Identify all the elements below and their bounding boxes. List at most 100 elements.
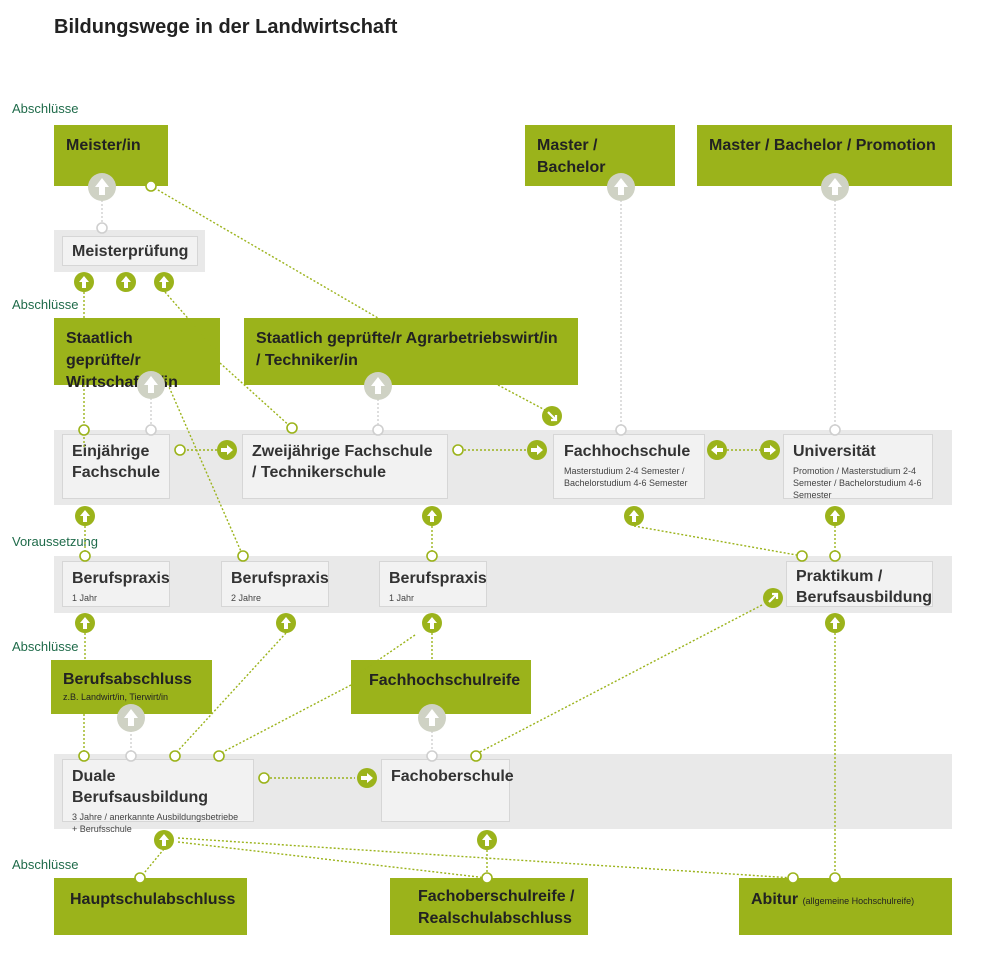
arrow-up-icon [75, 613, 95, 633]
connector-dot-icon [125, 750, 137, 762]
arrow-up-icon [88, 173, 116, 201]
connector-dot-icon [169, 750, 181, 762]
box-universitaet: Universität Promotion / Masterstudium 2-… [783, 434, 933, 500]
page-title: Bildungswege in der Landwirtschaft [54, 16, 398, 38]
duale-sub: 3 Jahre / anerkannte Ausbildungsbetriebe… [72, 812, 239, 834]
connector-dot-icon [134, 872, 146, 884]
connector-dot-icon [145, 424, 157, 436]
abitur-title: Abitur [751, 891, 799, 908]
connector-dot-icon [258, 772, 270, 784]
box-fachoberschulreife: Fachoberschulreife / Realschulabschluss [390, 878, 588, 935]
connector-dot-icon [452, 444, 464, 456]
arrow-up-icon [422, 506, 442, 526]
arrow-up-icon [154, 272, 174, 292]
arrow-up-icon [418, 704, 446, 732]
fachhochschule-title: Fachhochschule [564, 443, 691, 460]
berufspraxis3-sub: 1 Jahr [389, 593, 415, 603]
connector-dot-icon [79, 550, 91, 562]
box-praktikum: Praktikum / Berufsausbildung [786, 561, 933, 607]
berufsabschluss-sub: z.B. Landwirt/in, Tierwirt/in [63, 692, 169, 702]
section-label-abschluesse-3: Abschlüsse [12, 639, 79, 654]
box-berufspraxis-2: Berufspraxis 2 Jahre [221, 561, 329, 607]
praktikum-title: Praktikum / Berufsausbildung [796, 568, 933, 606]
connector-dot-icon [372, 424, 384, 436]
box-fachoberschule: Fachoberschule [381, 759, 514, 822]
box-fachhochschulreife: Fachhochschulreife [351, 660, 531, 714]
section-label-abschluesse-4: Abschlüsse [12, 857, 79, 872]
box-einjaehrige-fachschule: Einjährige Fachschule [62, 434, 170, 499]
meisterpruefung-title: Meisterprüfung [72, 243, 189, 260]
connector-dot-icon [78, 750, 90, 762]
arrow-up-icon [276, 613, 296, 633]
arrow-diagonal-icon [761, 586, 785, 610]
box-meister: Meister/in [54, 125, 168, 186]
box-master-bachelor-promotion: Master / Bachelor / Promotion [697, 125, 952, 186]
box-duale-berufsausbildung: Duale Berufsausbildung 3 Jahre / anerkan… [62, 759, 254, 834]
connector-dot-icon [426, 750, 438, 762]
arrow-right-icon [760, 440, 780, 460]
box-berufspraxis-1: Berufspraxis 1 Jahr [62, 561, 170, 607]
connector-dot-icon [829, 872, 841, 884]
arrow-up-icon [364, 372, 392, 400]
connector-dot-icon [481, 872, 493, 884]
fachhochschule-sub: Masterstudium 2-4 Semester / Bachelorstu… [564, 466, 688, 488]
berufspraxis1-sub: 1 Jahr [72, 593, 98, 603]
arrow-up-icon [422, 613, 442, 633]
section-label-abschluesse-1: Abschlüsse [12, 101, 79, 116]
arrow-up-icon [825, 613, 845, 633]
section-label-voraussetzung: Voraussetzung [12, 534, 99, 549]
connector-dot-icon [213, 750, 225, 762]
arrow-up-icon [74, 272, 94, 292]
arrow-up-icon [821, 173, 849, 201]
arrow-up-icon [607, 173, 635, 201]
berufspraxis2-sub: 2 Jahre [231, 593, 262, 603]
arrow-up-icon [477, 830, 497, 850]
connector-dot-icon [829, 550, 841, 562]
arrow-right-icon [357, 768, 377, 788]
box-abitur: Abitur (allgemeine Hochschulreife) [739, 878, 952, 935]
zweijaehrige-title: Zweijährige Fachschule / Technikerschule [252, 443, 433, 481]
arrow-diagonal-icon [540, 404, 564, 428]
connector-dot-icon [96, 222, 108, 234]
connector-dot-icon [174, 444, 186, 456]
box-agrarbetriebswirt: Staatlich geprüfte/r Agrarbetriebswirt/i… [244, 318, 578, 385]
berufspraxis2-title: Berufspraxis [231, 570, 329, 587]
box-meisterpruefung: Meisterprüfung [62, 236, 198, 266]
connector-dot-icon [615, 424, 627, 436]
connector-dot-icon [470, 750, 482, 762]
connector-dot-icon [796, 550, 808, 562]
section-label-abschluesse-2: Abschlüsse [12, 297, 79, 312]
box-hauptschulabschluss: Hauptschulabschluss [54, 878, 247, 935]
arrow-right-icon [217, 440, 237, 460]
arrow-up-icon [75, 506, 95, 526]
box-fachhochschule: Fachhochschule Masterstudium 2-4 Semeste… [553, 434, 705, 499]
connector-dot-icon [286, 422, 298, 434]
einjaehrige-title: Einjährige Fachschule [72, 443, 161, 481]
connector-dot-icon [237, 550, 249, 562]
box-berufspraxis-3: Berufspraxis 1 Jahr [379, 561, 487, 607]
universitaet-title: Universität [793, 443, 876, 460]
arrow-up-icon [825, 506, 845, 526]
arrow-up-icon [154, 830, 174, 850]
arrow-up-icon [624, 506, 644, 526]
connector-dot-icon [145, 180, 157, 192]
arrow-up-icon [137, 371, 165, 399]
fachoberschule-title: Fachoberschule [391, 768, 514, 785]
arrow-left-icon [707, 440, 727, 460]
box-master-bachelor: Master / Bachelor [525, 125, 675, 186]
duale-title: Duale Berufsausbildung [72, 768, 209, 806]
universitaet-sub: Promotion / Masterstudium 2-4 Semester /… [793, 466, 922, 500]
connector-dot-icon [78, 424, 90, 436]
arrow-right-icon [527, 440, 547, 460]
berufspraxis1-title: Berufspraxis [72, 570, 170, 587]
abitur-note: (allgemeine Hochschulreife) [802, 896, 915, 906]
connector-dot-icon [426, 550, 438, 562]
berufspraxis3-title: Berufspraxis [389, 570, 487, 587]
box-zweijaehrige-fachschule: Zweijährige Fachschule / Technikerschule [242, 434, 448, 499]
berufsabschluss-title: Berufsabschluss [63, 671, 192, 688]
arrow-up-icon [116, 272, 136, 292]
connector-dot-icon [787, 872, 799, 884]
connector-dot-icon [829, 424, 841, 436]
